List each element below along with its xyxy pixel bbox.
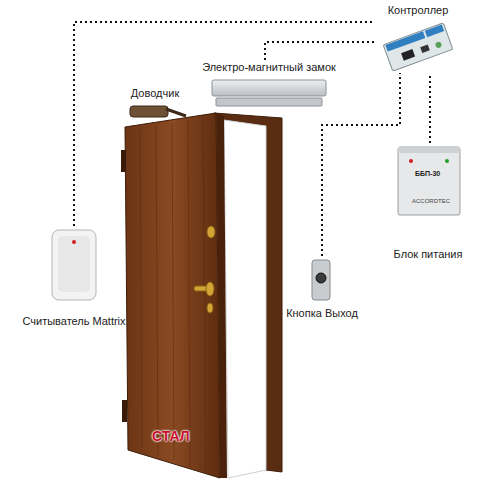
power-supply-case — [398, 147, 460, 215]
indicator-led — [445, 159, 449, 163]
device-label: Контроллер — [388, 3, 449, 17]
grain-line — [203, 117, 206, 472]
signal-wire — [322, 73, 400, 256]
device-picture-area — [210, 74, 328, 110]
model-marking: ББП-30 — [415, 170, 440, 177]
exit-button-device: Кнопка Выход — [286, 256, 358, 320]
indicator-led — [409, 159, 413, 163]
lock-cylinder — [207, 226, 215, 238]
magnetic-lock-device: Электро-магнитный замок — [202, 60, 336, 110]
armature-plate — [216, 98, 322, 106]
device-label: Электро-магнитный замок — [202, 60, 336, 74]
signal-wire — [429, 73, 431, 143]
grain-line — [156, 126, 158, 455]
button-knob — [316, 273, 326, 283]
grain-line — [188, 120, 190, 466]
pcb — [383, 23, 453, 71]
terminal-block — [425, 25, 444, 38]
brand-marking: ACCORDTEC — [412, 198, 450, 204]
door-closer-device: Доводчик — [123, 86, 187, 122]
card-reader-device: Считыватель Mattrix — [22, 226, 125, 328]
grain-line — [140, 130, 142, 448]
device-label: Блок питания — [394, 247, 463, 261]
door-panel — [125, 113, 220, 478]
signal-wire — [74, 22, 374, 226]
magnet-bar — [212, 80, 326, 96]
device-picture-area — [395, 143, 461, 247]
device-picture-area — [307, 256, 337, 306]
key-cylinder — [207, 303, 213, 313]
device-picture-area — [123, 100, 187, 122]
grain-line — [172, 123, 174, 460]
device-label: Кнопка Выход — [286, 306, 358, 320]
controller-board — [383, 23, 453, 71]
chip — [401, 49, 415, 61]
hinge — [122, 400, 127, 422]
terminal-block — [385, 31, 425, 51]
watermark: СТАЛ — [152, 428, 190, 444]
handle-rose — [206, 282, 214, 296]
chip — [420, 45, 430, 53]
case-top — [398, 147, 460, 153]
reader-led — [72, 240, 76, 244]
closer-body — [130, 106, 168, 117]
device-picture-area — [49, 226, 99, 314]
wood-grain — [140, 117, 206, 472]
capacitor — [435, 41, 443, 49]
hinge — [121, 150, 126, 172]
reader-body — [52, 230, 96, 300]
controller-device: Контроллер — [374, 3, 462, 73]
door-edge — [216, 113, 227, 478]
device-label: Считыватель Mattrix — [22, 314, 125, 328]
signal-wire — [265, 42, 374, 60]
device-label: Доводчик — [131, 86, 179, 100]
reader-face — [58, 236, 90, 292]
button-plate — [312, 260, 330, 300]
closer-arm — [166, 109, 186, 116]
door-opening — [224, 120, 266, 478]
device-picture-area — [374, 17, 462, 73]
